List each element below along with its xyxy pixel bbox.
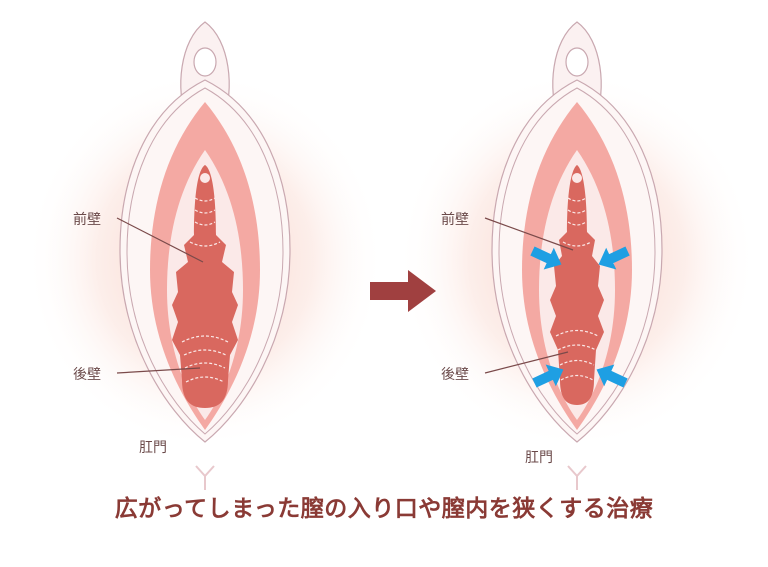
diagram-title: 広がってしまった膣の入り口や膣内を狭くする治療 <box>114 496 654 522</box>
arrow-upper-right-icon <box>598 246 630 270</box>
transition-arrow-icon <box>370 270 436 312</box>
left-anterior-leader <box>116 217 204 263</box>
right-anus-mark <box>567 465 587 490</box>
right-anterior-wall-label: 前壁 <box>441 212 469 228</box>
right-vaginal-canal <box>550 165 604 405</box>
left-posterior-wall-label: 後壁 <box>73 367 101 383</box>
left-anus-label: 肛門 <box>139 440 167 456</box>
right-posterior-wall-label: 後壁 <box>441 367 469 383</box>
arrow-upper-left-icon <box>530 246 562 270</box>
left-anus-mark <box>195 465 215 490</box>
right-anus-label: 肛門 <box>525 450 553 466</box>
left-posterior-leader <box>116 367 201 374</box>
right-anterior-leader <box>484 217 574 251</box>
arrow-lower-right-icon <box>596 364 628 388</box>
left-vaginal-canal <box>172 165 238 408</box>
right-posterior-leader <box>484 351 569 374</box>
left-anterior-wall-label: 前壁 <box>73 212 101 228</box>
arrow-lower-left-icon <box>532 364 564 388</box>
compression-arrows <box>530 246 630 388</box>
